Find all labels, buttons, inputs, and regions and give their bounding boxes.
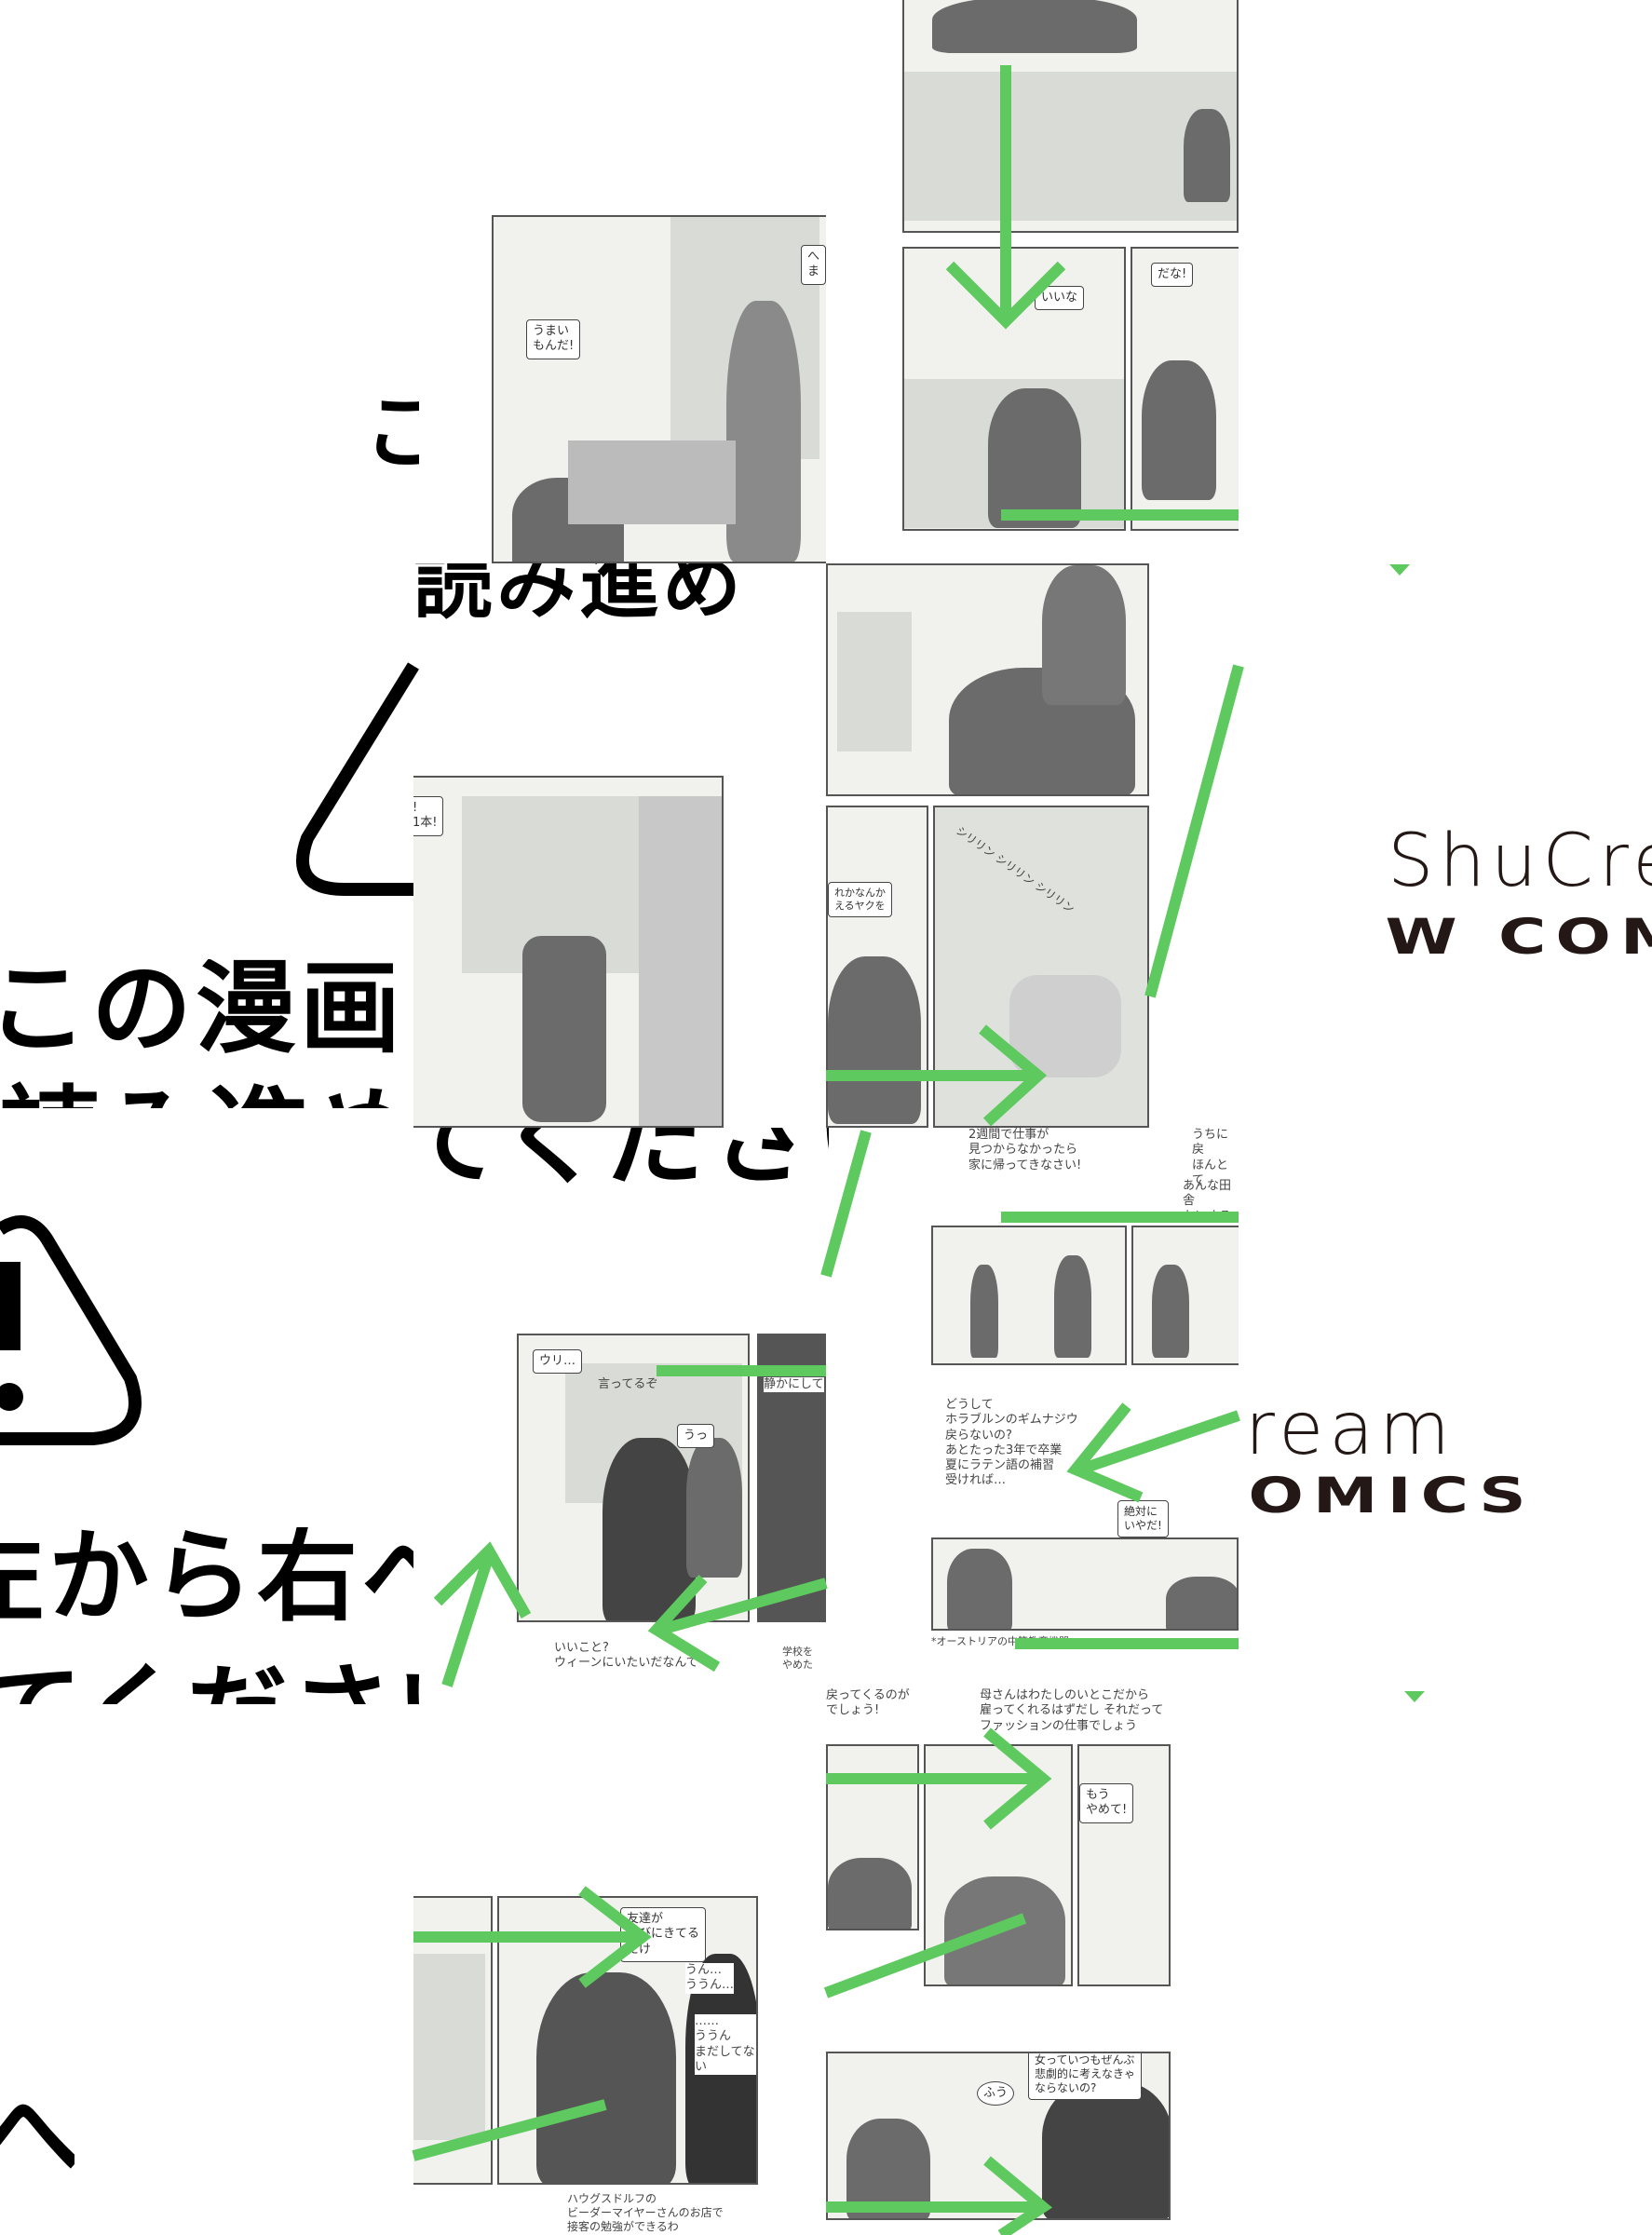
speech-balloon: 友達が 遊びにきてる だけ — [620, 1907, 707, 1962]
speech-caption: 言ってるぞ — [598, 1377, 658, 1391]
notice-fragment: こ — [363, 391, 419, 494]
speech-balloon: へ ま — [801, 245, 826, 285]
manga-tile: 2週間で仕事が 見つからなかったら 家に帰ってきなさい! うちに戻 ほんとて あ… — [931, 1128, 1239, 1652]
notice-line1: この漫画は — [0, 959, 413, 1062]
speech-balloon: ウリ… — [533, 1349, 583, 1375]
manga-tile: 戻ってくるのが でしょう! 母さんはわたしのいとこだから 雇ってくれるはずだし … — [826, 1688, 1171, 2220]
logo-top-text: ShuCream — [1388, 820, 1652, 903]
manga-tile: 友達が 遊びにきてる だけ うん… ううん… …… ううん まだしてない ハウグ… — [413, 1896, 759, 2235]
speech-caption: 母さんはわたしのいとこだから 雇ってくれるはずだし それだって ファッションの仕… — [980, 1688, 1164, 1733]
manga-tile: ! 1本! — [413, 776, 733, 1128]
speech-caption: いいこと? ウィーンにいたいだなんて — [554, 1641, 698, 1671]
speech-balloon: うっ — [677, 1424, 715, 1449]
speech-caption: 戻ってくるのが でしょう! — [826, 1688, 910, 1718]
speech-caption: 静かにして — [764, 1377, 824, 1393]
notice-line3-cut: 読み進めてください — [0, 1071, 413, 1109]
speech-balloon: 絶対に いやだ! — [1117, 1500, 1169, 1537]
speech-balloon: ふう — [977, 2081, 1015, 2106]
manga-tile: れかなんか えるヤクを シリリン シリリン シリリン — [826, 563, 1149, 1128]
notice-text: てください — [400, 1128, 829, 1193]
logo-bottom-text: GW COMICS — [1239, 1467, 1536, 1524]
manga-tile: ウリ… 言ってるぞ うっ 静かにして いいこと? ウィーンにいたいだなんて 学校… — [517, 1334, 826, 1688]
notice-line3-cut2: てください — [0, 1648, 419, 1705]
arrow-line — [820, 1130, 872, 1278]
notice-line3-tail: てください — [400, 1128, 829, 1193]
triangle-marker-icon — [1389, 564, 1410, 576]
speech-caption: …… ううん まだしてない — [695, 2014, 756, 2075]
notice-text: 読み進め — [413, 563, 746, 630]
notice-fragment: へ — [0, 2086, 74, 2188]
speech-balloon: いいな — [1035, 286, 1085, 311]
speech-balloon: 女っていつもぜんぶ 悲劇的に考えなきゃ ならないの? — [1028, 2053, 1143, 2100]
speech-balloon: れかなんか えるヤクを — [828, 882, 892, 917]
notice-text: てください — [0, 1662, 419, 1705]
logo: ShuCream GW COMICS — [1378, 820, 1652, 968]
sound-effect: シリリン シリリン シリリン — [953, 823, 1077, 916]
logo: ShuCream GW COMICS — [1239, 1388, 1652, 1537]
notice-text: 読み進めてください — [0, 1085, 413, 1109]
notice-text: この漫画は — [0, 959, 413, 1062]
speech-balloon: もう やめて! — [1079, 1783, 1134, 1823]
speech-caption: うん… ううん… — [685, 1963, 735, 1994]
notice-text: こ — [363, 391, 419, 481]
arrow-line — [1144, 664, 1244, 998]
logo-top-text: ShuCream — [1239, 1388, 1456, 1471]
speech-caption: うちに戻 ほんとて — [1192, 1128, 1229, 1187]
notice-line2: 左から右へ — [0, 1527, 413, 1630]
arrow-up-right-icon — [433, 1541, 532, 1687]
notice-text: へ — [0, 2086, 74, 2188]
triangle-marker-icon — [1404, 1691, 1425, 1702]
speech-balloon: だな! — [1151, 263, 1194, 288]
notice-fragment: 読み進め — [413, 563, 842, 633]
speech-caption: 2週間で仕事が 見つからなかったら 家に帰ってきなさい! — [968, 1128, 1082, 1172]
notice-text: 左から右へ — [0, 1527, 413, 1630]
manga-tile: いいな だな! — [902, 0, 1239, 535]
warning-icon — [296, 662, 419, 896]
speech-balloon: ! 1本! — [413, 796, 444, 836]
logo-bottom-text: GW COMICS — [1378, 908, 1652, 966]
speech-caption: ハウグスドルフの ビーダーマイヤーさんのお店で 接客の勉強ができるわ — [567, 2192, 724, 2233]
footnote: *オーストリアの中等教育機関 — [931, 1635, 1069, 1647]
manga-tile: うまい もんだ! へ ま — [492, 215, 826, 563]
speech-balloon: うまい もんだ! — [526, 319, 581, 359]
speech-caption: どうして ホラブルンのギムナジウ 戻らないの? あとたった3年で卒業 夏にラテン… — [945, 1398, 1078, 1488]
speech-caption: 学校を やめた — [782, 1646, 813, 1671]
warning-icon — [0, 1215, 142, 1445]
